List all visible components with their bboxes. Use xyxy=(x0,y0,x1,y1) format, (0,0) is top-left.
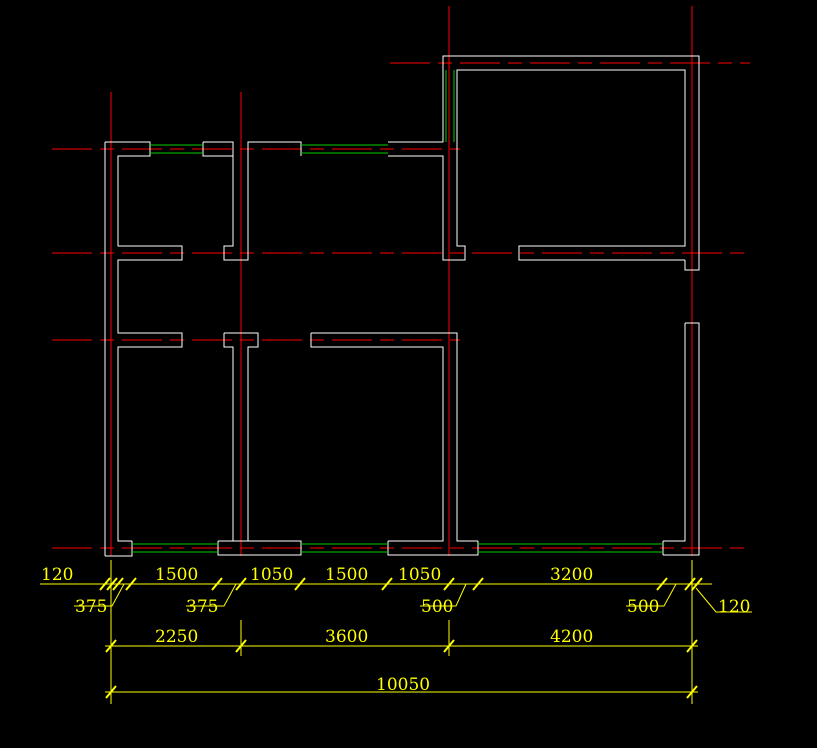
dim-120-left: 120 xyxy=(41,565,73,585)
leader-375-mid xyxy=(186,583,237,607)
dim-3200: 3200 xyxy=(550,565,593,585)
dim-4200: 4200 xyxy=(550,627,593,647)
tick xyxy=(686,639,698,653)
dim-1500-a: 1500 xyxy=(155,565,198,585)
tick xyxy=(443,577,455,591)
leader-500-right xyxy=(626,583,677,607)
dim-375-left: 375 xyxy=(75,597,107,617)
dim-500-right: 500 xyxy=(627,597,659,617)
wall-top-right-inner xyxy=(388,69,686,261)
tick xyxy=(235,639,247,653)
tick xyxy=(443,639,455,653)
wall-center-inner xyxy=(310,333,444,542)
dim-500-left: 500 xyxy=(421,597,453,617)
walls xyxy=(104,55,700,557)
wall-bottom-outer xyxy=(105,541,133,557)
windows xyxy=(132,70,663,553)
leader-120-right xyxy=(695,587,752,613)
tick xyxy=(125,577,137,591)
tick xyxy=(112,577,124,591)
wall-center xyxy=(311,332,478,542)
wall-right-lower-inner xyxy=(663,323,686,542)
tick xyxy=(684,577,696,591)
wall-bottom-seg3 xyxy=(387,541,479,556)
dim-2250: 2250 xyxy=(155,627,198,647)
tick xyxy=(235,577,247,591)
axis-lines xyxy=(52,6,750,556)
dim-10050: 10050 xyxy=(376,675,430,695)
tick xyxy=(381,577,393,591)
tick xyxy=(99,577,111,591)
tick xyxy=(105,685,117,699)
dimension-labels: 120 1500 1050 1500 1050 3200 375 375 500… xyxy=(41,565,750,695)
dim-375-mid: 375 xyxy=(186,597,218,617)
dim-1050-b: 1050 xyxy=(398,565,441,585)
dim-1050-a: 1050 xyxy=(250,565,293,585)
dim-1500-b: 1500 xyxy=(325,565,368,585)
wall-top-right xyxy=(388,55,700,271)
tick xyxy=(105,639,117,653)
tick xyxy=(294,577,306,591)
wall-mid-pier xyxy=(218,332,259,542)
wall-pier-1 xyxy=(223,156,249,261)
wall-bottom-seg2 xyxy=(217,540,302,556)
wall-right-lower xyxy=(663,322,700,556)
leader-500-left xyxy=(420,583,467,607)
wall-top-left xyxy=(105,141,183,542)
dim-3600: 3600 xyxy=(325,627,368,647)
tick xyxy=(106,577,118,591)
leader-375-left xyxy=(74,583,125,607)
tick xyxy=(656,577,668,591)
tick xyxy=(211,577,223,591)
tick xyxy=(691,577,703,591)
dimension-ticks xyxy=(99,577,703,699)
tick xyxy=(472,577,484,591)
wall-top-mid xyxy=(247,141,302,156)
tick xyxy=(686,685,698,699)
dimension-lines xyxy=(40,560,752,704)
dim-120-right: 120 xyxy=(718,597,750,617)
wall-mid-pier-left xyxy=(223,333,234,541)
